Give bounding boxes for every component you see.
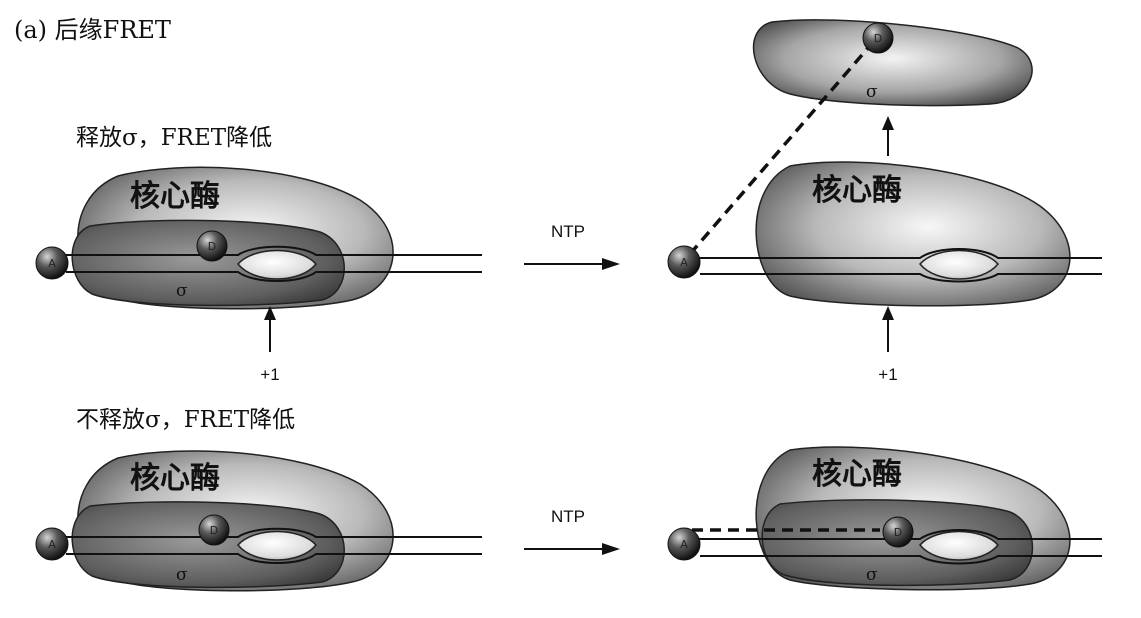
panel-top-right: σ D 核心酶 A +1 (667, 19, 1102, 384)
ntp-arrow-top: NTP (524, 222, 620, 270)
transcription-bubble (919, 530, 999, 561)
sigma-label: σ (866, 82, 878, 102)
acceptor-label: A (48, 538, 56, 551)
acceptor-fluorophore (667, 245, 701, 279)
dna-duplex (684, 248, 1102, 283)
acceptor-fluorophore (35, 246, 69, 280)
acceptor-label: A (680, 256, 688, 269)
plus-one-label: +1 (878, 365, 897, 384)
sigma-label: σ (866, 565, 878, 585)
donor-label: D (210, 524, 218, 537)
panel-top-left: 核心酶 σ D A +1 (35, 166, 482, 384)
sigma-subunit-shape (71, 501, 345, 589)
acceptor-label: A (680, 538, 688, 551)
sigma-subunit-shape (71, 219, 345, 307)
ntp-arrow-bottom: NTP (524, 507, 620, 555)
sigma-label: σ (176, 565, 188, 585)
dna-duplex (684, 529, 1102, 565)
arrowhead (264, 306, 276, 320)
ntp-label: NTP (551, 222, 585, 241)
donor-label: D (894, 526, 902, 539)
fret-distance-line (688, 46, 870, 256)
figure-title: (a) 后缘FRET (14, 16, 171, 44)
arrowhead (882, 306, 894, 320)
donor-label: D (874, 32, 882, 45)
core-enzyme-label: 核心酶 (812, 457, 902, 492)
acceptor-fluorophore (35, 527, 69, 561)
dna-duplex (52, 527, 482, 564)
core-enzyme-label: 核心酶 (812, 173, 902, 208)
panel-bottom-left: 核心酶 σ D A (35, 450, 482, 592)
dna-duplex (52, 245, 482, 282)
arrowhead (882, 116, 894, 130)
caption-sigma-released: 释放σ，FRET降低 (76, 125, 273, 151)
core-enzyme-label: 核心酶 (130, 461, 220, 496)
acceptor-label: A (48, 257, 56, 270)
caption-sigma-retained: 不释放σ，FRET降低 (76, 407, 296, 433)
donor-fluorophore (862, 22, 894, 54)
arrowhead (602, 543, 620, 555)
core-enzyme-label: 核心酶 (130, 179, 220, 214)
donor-fluorophore (882, 516, 914, 548)
released-sigma-shape (752, 19, 1033, 107)
core-enzyme-shape (755, 161, 1071, 307)
arrowhead (602, 258, 620, 270)
acceptor-fluorophore (667, 527, 701, 561)
transcription-bubble (919, 249, 999, 280)
ntp-label: NTP (551, 507, 585, 526)
donor-fluorophore (196, 230, 228, 262)
transcription-bubble (237, 530, 317, 561)
sigma-label: σ (176, 281, 188, 301)
plus-one-label: +1 (260, 365, 279, 384)
donor-label: D (208, 240, 216, 253)
donor-fluorophore (198, 514, 230, 546)
panel-bottom-right: 核心酶 σ D A (667, 446, 1102, 591)
transcription-bubble (237, 249, 317, 280)
